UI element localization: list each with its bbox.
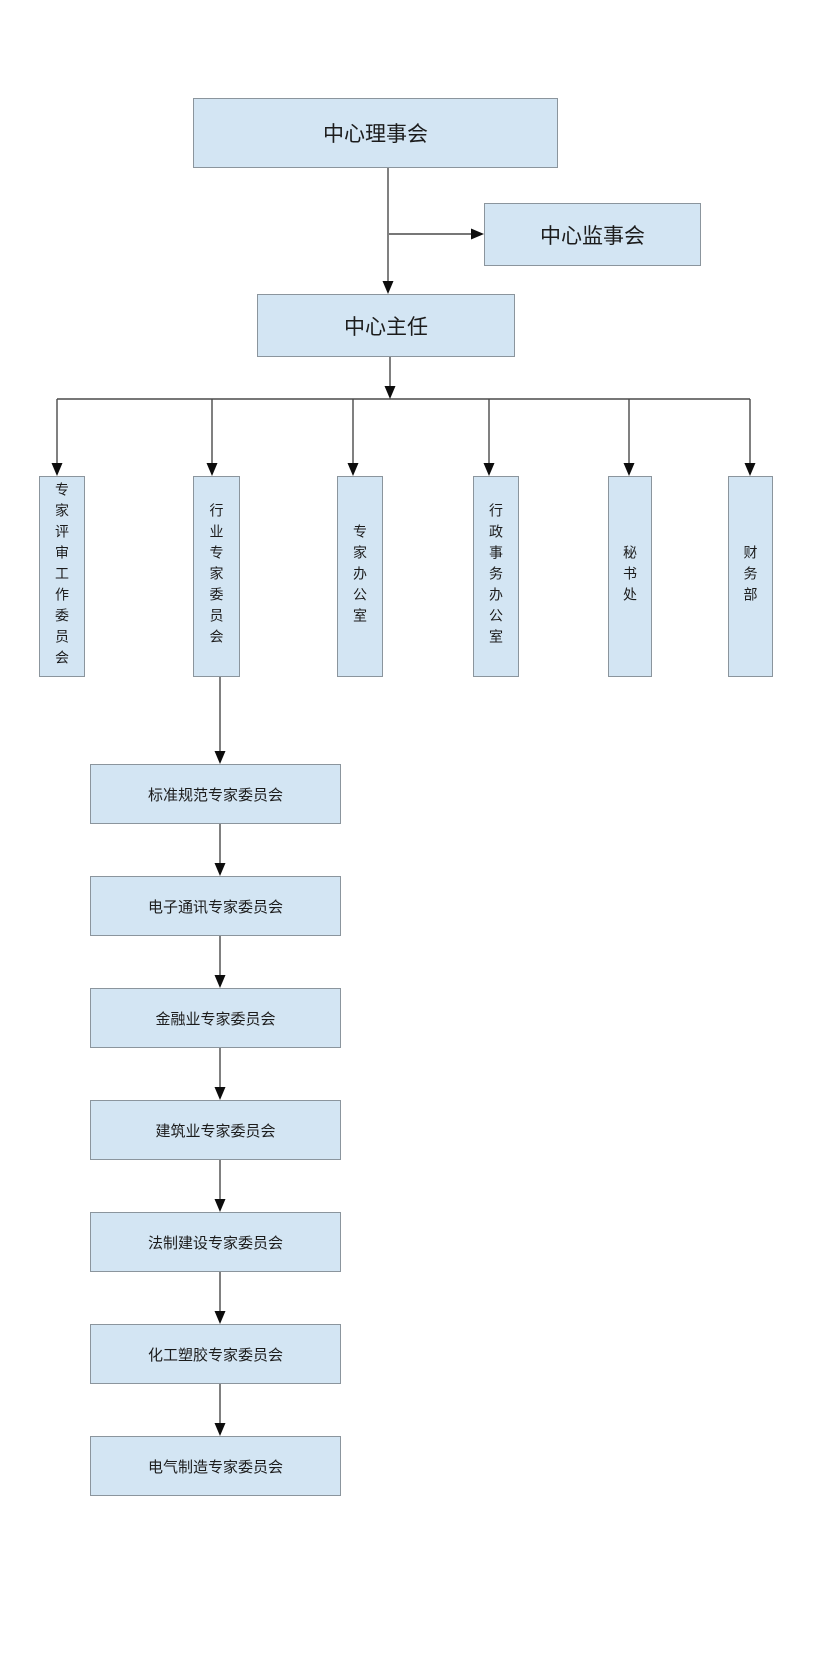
node-dept-expert-office: 专家办公室 bbox=[337, 476, 383, 677]
node-label: 行业专家委员会 bbox=[208, 503, 225, 650]
node-label: 专家评审工作委员会 bbox=[54, 482, 70, 671]
node-committee-standards: 标准规范专家委员会 bbox=[90, 764, 341, 824]
node-committee-legal: 法制建设专家委员会 bbox=[90, 1212, 341, 1272]
node-label: 电气制造专家委员会 bbox=[147, 1458, 283, 1476]
node-label: 金融业专家委员会 bbox=[155, 1010, 276, 1028]
node-dept-secretariat: 秘书处 bbox=[608, 476, 652, 677]
node-label: 标准规范专家委员会 bbox=[147, 786, 283, 804]
node-label: 财务部 bbox=[742, 545, 759, 608]
node-director: 中心主任 bbox=[257, 294, 515, 357]
node-label: 中心主任 bbox=[344, 315, 428, 339]
node-supervisory-board: 中心监事会 bbox=[484, 203, 701, 266]
node-dept-industry-expert-committee: 行业专家委员会 bbox=[193, 476, 240, 677]
node-committee-electrical-manufacturing: 电气制造专家委员会 bbox=[90, 1436, 341, 1496]
node-dept-admin-affairs-office: 行政事务办公室 bbox=[473, 476, 519, 677]
node-label: 法制建设专家委员会 bbox=[147, 1234, 283, 1252]
node-label: 中心理事会 bbox=[323, 123, 428, 146]
node-label: 电子通讯专家委员会 bbox=[147, 898, 283, 916]
node-label: 专家办公室 bbox=[352, 524, 368, 629]
node-committee-electronics-telecom: 电子通讯专家委员会 bbox=[90, 876, 341, 936]
node-label: 秘书处 bbox=[622, 545, 638, 608]
node-committee-chemical-plastics: 化工塑胶专家委员会 bbox=[90, 1324, 341, 1384]
node-dept-finance: 财务部 bbox=[728, 476, 773, 677]
node-label: 化工塑胶专家委员会 bbox=[147, 1346, 283, 1364]
node-label: 建筑业专家委员会 bbox=[155, 1122, 276, 1140]
node-dept-expert-review-committee: 专家评审工作委员会 bbox=[39, 476, 85, 677]
node-board: 中心理事会 bbox=[193, 98, 558, 168]
node-label: 行政事务办公室 bbox=[488, 503, 504, 650]
node-label: 中心监事会 bbox=[540, 224, 645, 248]
node-committee-construction: 建筑业专家委员会 bbox=[90, 1100, 341, 1160]
node-committee-finance-industry: 金融业专家委员会 bbox=[90, 988, 341, 1048]
